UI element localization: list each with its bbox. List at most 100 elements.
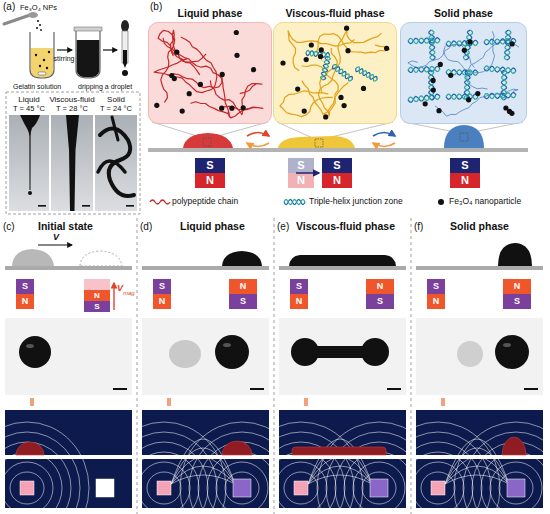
magnet-tip: [30, 398, 34, 406]
magnet: SN: [288, 158, 314, 188]
triple-helix: [429, 70, 435, 100]
test-tube-gelatin: [30, 32, 54, 78]
magnet-pole: N: [503, 279, 531, 294]
magnet-pole: S: [427, 279, 445, 294]
photo-droplet: [19, 335, 529, 369]
photo-solid: [95, 115, 137, 211]
process-arrow: [57, 49, 72, 50]
annotation-label: T = 24 °C: [100, 105, 132, 113]
pole-letter: N: [206, 175, 214, 186]
magnet-tip: [304, 398, 308, 406]
magnet-square: [233, 479, 251, 497]
annotation-label: T = 28 °C: [56, 105, 88, 113]
polypeptide-chain: [210, 81, 262, 115]
polypeptide-chain: [163, 38, 229, 117]
field-line: [180, 422, 269, 508]
magnet-pole: N: [229, 279, 257, 294]
nanoparticle: [436, 108, 441, 113]
nanoparticle: [438, 62, 443, 67]
dashed-frame: [6, 92, 140, 214]
polypeptide-chain: [288, 31, 354, 71]
polypeptide-chain: [154, 59, 223, 88]
nanoparticle: [280, 60, 285, 65]
nanoparticle: [309, 42, 314, 47]
dropper: [121, 20, 129, 76]
droplet-viscous: [289, 255, 396, 266]
triple-helix: [429, 30, 435, 60]
legend-text: Fe₃O₄ nanoparticle: [449, 197, 521, 206]
phase-heading: Solid phase: [400, 8, 527, 19]
zoom-square: [460, 133, 468, 141]
pole-letter: N: [461, 175, 469, 186]
field-line: [445, 475, 509, 484]
scale-bar: [524, 388, 538, 390]
nanoparticle: [169, 73, 174, 78]
nanoparticle: [342, 103, 347, 108]
pole-letter: N: [94, 292, 100, 300]
nanoparticle: [462, 48, 467, 53]
pole-letter: N: [514, 282, 521, 291]
triple-helix: [484, 39, 516, 45]
annotation-label: T = 45 °C: [13, 105, 45, 113]
nanoparticle: [241, 105, 246, 110]
test-tube-ferrogel: [76, 30, 100, 78]
magnet-pole: N: [153, 294, 171, 309]
phase-background: [400, 22, 527, 124]
pole-letter: S: [377, 297, 383, 306]
field-line: [416, 452, 473, 508]
spatula: [40, 29, 42, 31]
dropper: [122, 70, 128, 76]
nanoparticle: [318, 54, 323, 59]
test-tube-gelatin: [31, 48, 54, 77]
triple-helix: [356, 67, 377, 81]
simulated-droplet: [502, 437, 526, 455]
triple-helix: [484, 93, 516, 99]
field-line: [326, 432, 406, 508]
magnet-move-arrow: [296, 172, 319, 174]
magnet: SN: [322, 158, 352, 188]
field-line: [308, 475, 372, 484]
nanoparticle: [468, 39, 473, 44]
nanoparticle: [507, 109, 512, 114]
field-line: [189, 432, 269, 508]
triple-helix: [501, 70, 507, 100]
test-tube-gelatin: [48, 51, 50, 53]
field-line: [445, 466, 509, 484]
test-tube-gelatin: [39, 65, 41, 67]
nanoparticle: [174, 50, 179, 55]
triple-helix: [484, 66, 516, 73]
field-line: [279, 452, 336, 508]
nanoparticle: [234, 30, 239, 35]
test-tube-gelatin: [38, 72, 46, 75]
nanoparticle: [466, 97, 471, 102]
nanoparticle: [345, 48, 350, 53]
magnet-pole: S: [290, 279, 308, 294]
spatula: [4, 15, 30, 24]
magnet-pole: S: [288, 158, 314, 173]
magnet: SN: [195, 158, 225, 188]
pole-letter: N: [240, 282, 247, 291]
phase-panel: Liquid phase: [148, 8, 272, 124]
pole-letter: S: [159, 282, 165, 291]
polypeptide-chain: [280, 91, 333, 117]
magnet-pole: N: [450, 173, 480, 188]
triple-helix: [464, 30, 472, 60]
annotation-label: (c): [3, 222, 15, 232]
magnet-pole: S: [153, 279, 171, 294]
droplet-liquid: [222, 251, 262, 266]
zoom-square: [315, 139, 323, 147]
nanoparticle: [448, 73, 453, 78]
triple-helix: [306, 51, 330, 58]
triple-helix: [408, 38, 440, 44]
nanoparticle: [251, 67, 256, 72]
velocity-arrow: [38, 244, 72, 245]
photo-solid: [95, 115, 137, 211]
photo-liquid: [28, 191, 32, 195]
annotation-label: Gelatin solution: [13, 83, 61, 90]
photo-viscous-fluid: [66, 115, 79, 211]
field-line: [308, 466, 372, 484]
annotation-label: Solid: [107, 96, 125, 104]
triple-helix: [446, 94, 478, 99]
transition-arrows: [247, 133, 269, 137]
triple-helix: [322, 56, 330, 79]
